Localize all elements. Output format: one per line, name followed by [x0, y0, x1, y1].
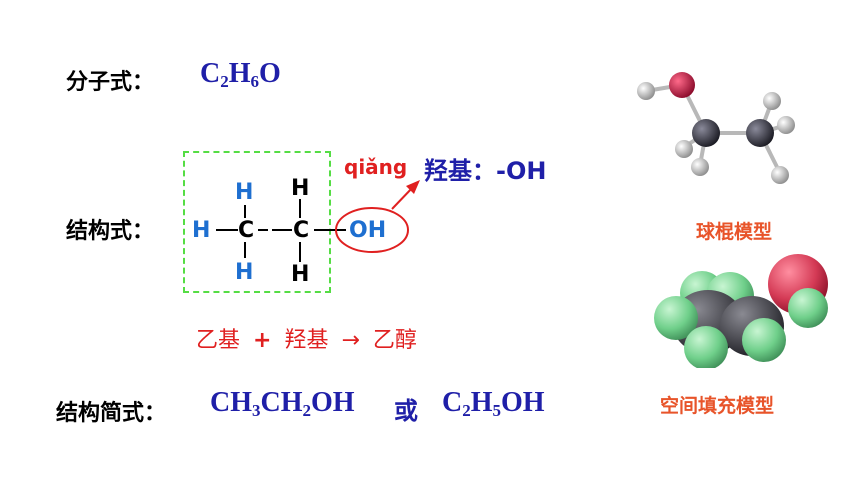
atom-c2: C [293, 218, 310, 243]
h-sphere [742, 318, 786, 362]
hydroxyl-arrow-head [406, 180, 420, 194]
hydroxyl-pinyin: qiǎng [344, 155, 408, 179]
atom-oh: OH [349, 218, 387, 243]
h-sphere [788, 288, 828, 328]
atom-h-top-1: H [235, 180, 254, 205]
simplified-formula-2: C2H5OH [442, 387, 545, 420]
carbon-atom [692, 119, 720, 147]
equation-plus: + [253, 328, 272, 353]
equation-hydroxyl: 羟基 [284, 328, 329, 353]
molecular-formula-label: 分子式： [66, 70, 155, 95]
h-atom [637, 82, 655, 100]
atom-c1: C [238, 218, 255, 243]
h-sphere [684, 326, 728, 368]
h-atom [771, 166, 789, 184]
structural-formula-label: 结构式： [66, 219, 155, 244]
atom-h-left: H [192, 218, 211, 243]
carbon-atom [746, 119, 774, 147]
hydroxyl-circle [335, 207, 409, 253]
ethyl-group-highlight-box [183, 151, 331, 293]
equation-arrow: → [341, 328, 360, 353]
ball-and-stick-label: 球棍模型 [696, 221, 773, 243]
oxygen-atom [669, 72, 695, 98]
ball-and-stick-model [637, 72, 795, 184]
h-atom [675, 140, 693, 158]
space-filling-model [654, 254, 828, 368]
hydroxyl-annotation: 羟基：-OH [424, 151, 546, 186]
hydroxyl-group: -OH [496, 157, 547, 185]
equation-ethanol: 乙醇 [372, 328, 417, 353]
h-atom [777, 116, 795, 134]
molecular-formula: C2H6O [200, 58, 281, 91]
h-atom [691, 158, 709, 176]
space-filling-label: 空间填充模型 [660, 395, 775, 417]
equation-ethyl: 乙基 [196, 328, 241, 353]
naming-equation: 乙基 + 羟基 → 乙醇 [196, 322, 417, 354]
simplified-formula-1: CH3CH2OH [210, 387, 355, 420]
atom-h-top-2: H [291, 176, 310, 201]
atom-h-bottom-1: H [235, 260, 254, 285]
h-sphere [654, 296, 698, 340]
or-word: 或 [394, 397, 418, 425]
h-atom [763, 92, 781, 110]
hydroxyl-name: 羟基： [424, 157, 496, 185]
atom-h-bottom-2: H [291, 262, 310, 287]
simplified-formula-label: 结构简式： [56, 401, 167, 426]
